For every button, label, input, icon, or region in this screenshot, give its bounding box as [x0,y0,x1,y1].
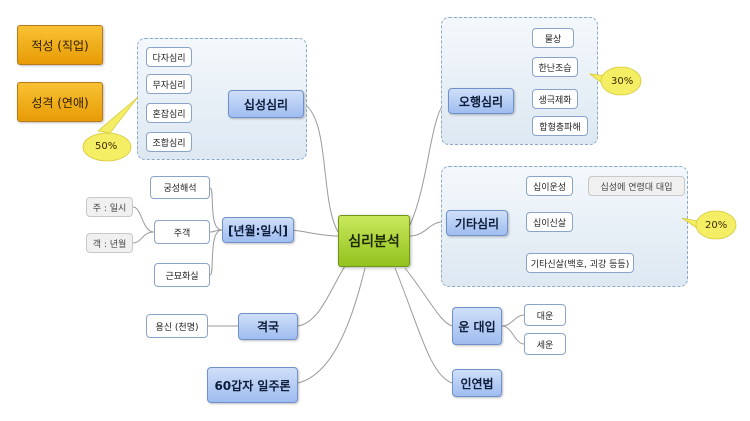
ohaeng-leaf-saenggeuk[interactable]: 생극제화 [532,89,578,109]
sipseong-leaf-honjap[interactable]: 혼잡심리 [146,103,192,123]
undaeip-leaf-seun[interactable]: 세운 [524,333,566,355]
nyeonwol-gray-ju[interactable]: 주 : 일시 [86,197,133,217]
ohaeng-percent-callout [588,66,642,96]
gita-leaf-sibiunseong[interactable]: 십이운성 [526,176,573,196]
gita-percent: 20% [705,220,728,231]
sipseong-percent-callout [82,96,139,162]
gita-leaf-gitasinsal[interactable]: 기타신살(백호, 괴강 등등) [526,253,634,273]
gyeokguk-leaf-yongsin[interactable]: 용신 (천명) [146,314,208,338]
nyeonwol-leaf-jugaek[interactable]: 주객 [154,220,210,244]
sipseong-leaf-daja[interactable]: 다자심리 [146,47,192,67]
nyeonwol-gray-gaek[interactable]: 객 : 년월 [86,233,133,253]
gita-node[interactable]: 기타심리 [446,210,508,236]
gita-sub-age-mapping[interactable]: 십성에 연령대 대입 [588,176,685,196]
ohaeng-leaf-hannan[interactable]: 한난조습 [532,57,578,77]
nyeonwol-leaf-gungseong[interactable]: 궁성해석 [150,176,210,199]
sipseong-percent: 50% [95,141,118,152]
nyeonwol-node[interactable]: [년월:일시] [222,217,294,243]
ilju-node[interactable]: 60갑자 일주론 [207,367,298,403]
sipseong-leaf-muja[interactable]: 무자심리 [146,74,192,94]
gita-leaf-sibisinsal[interactable]: 십이신살 [526,212,573,232]
ohaeng-node[interactable]: 오행심리 [448,88,514,114]
ohaeng-percent: 30% [611,76,634,87]
aptitude-job-box[interactable]: 적성 (직업) [17,25,103,65]
center-topic[interactable]: 심리분석 [338,215,410,267]
inyeon-node[interactable]: 인연법 [452,369,502,397]
ohaeng-leaf-haphyeong[interactable]: 합형충파해 [532,116,588,136]
personality-love-box[interactable]: 성격 (연애) [17,82,103,122]
gita-percent-callout [681,210,737,240]
ohaeng-leaf-mulsang[interactable]: 물상 [532,28,574,48]
undaeip-node[interactable]: 운 대입 [452,307,502,345]
gyeokguk-node[interactable]: 격국 [238,313,298,340]
undaeip-leaf-daeun[interactable]: 대운 [524,304,566,326]
nyeonwol-leaf-geunmyo[interactable]: 근묘화실 [154,263,210,287]
sipseong-leaf-johap[interactable]: 조합심리 [146,132,192,152]
sipseong-node[interactable]: 십성심리 [228,90,304,118]
